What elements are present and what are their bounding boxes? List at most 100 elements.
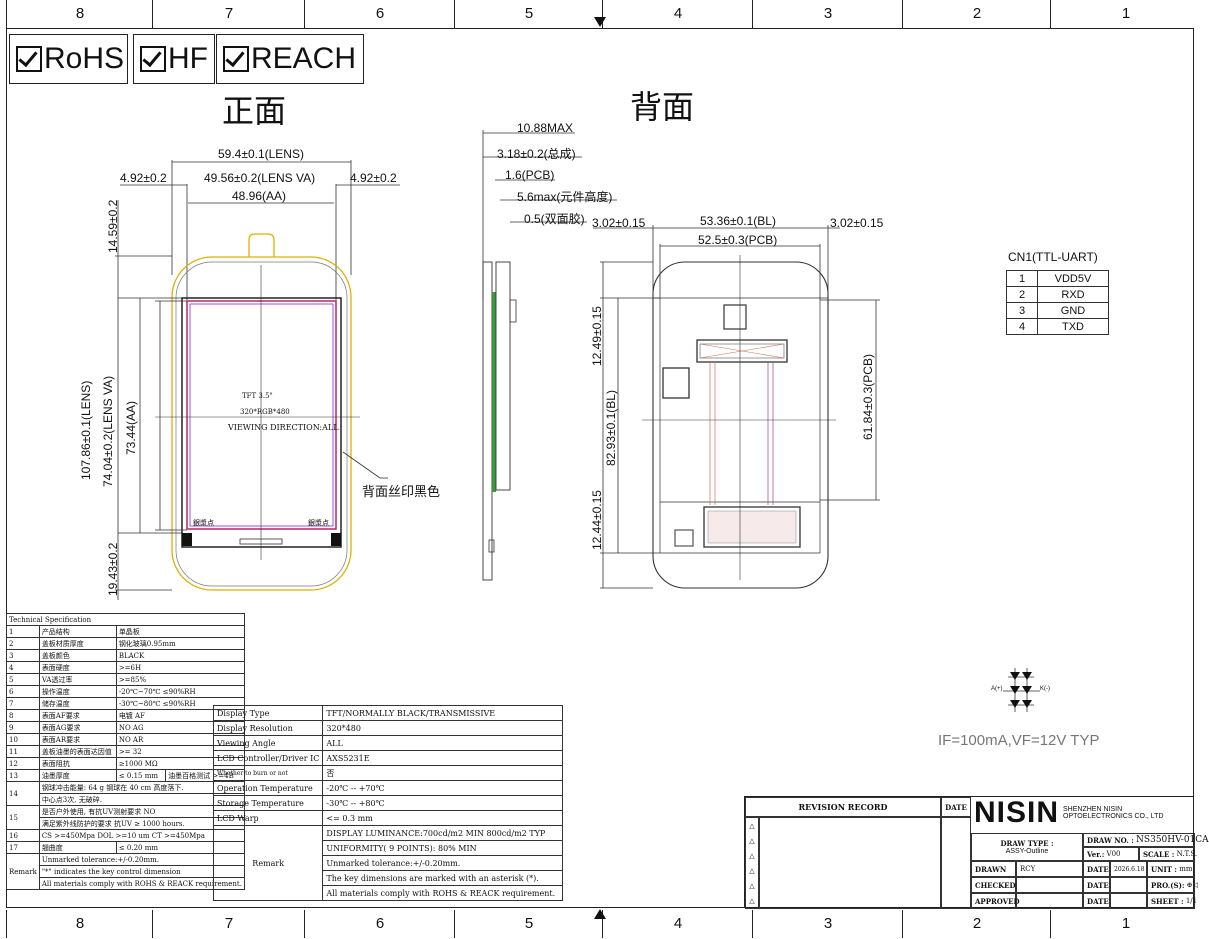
unit-cell: UNIT : mm (1147, 861, 1195, 877)
drawing-frame (6, 28, 1194, 908)
dim-lens-va-width: 49.56±0.2(LENS VA) (204, 171, 316, 185)
drawn-date-label: DATE (1083, 861, 1110, 877)
table-row: 中心点3次, 无破碎. (7, 793, 245, 806)
panel-size-label: TFT 3.5" (242, 392, 273, 400)
checkbox-icon (140, 46, 166, 72)
draw-no-cell: DRAW NO. : NS350HV-01CA (1083, 833, 1209, 847)
zone-label: 2 (902, 910, 1051, 938)
dim-side-max: 10.88MAX (517, 121, 574, 135)
zone-label: 5 (454, 910, 603, 938)
corner-label-right: 銀漿点 (308, 520, 329, 527)
table-row: "*" indicates the key control dimension (7, 865, 245, 878)
approved-value (1016, 893, 1083, 909)
checked-value (1016, 877, 1083, 893)
drawn-label: DRAWN (971, 861, 1016, 877)
checkbox-icon (16, 46, 42, 72)
led-note: IF=100mA,VF=12V TYP (938, 732, 1100, 749)
revision-date-body (941, 817, 971, 909)
bottom-zone-ruler: 8 7 6 5 4 3 2 1 (0, 910, 1200, 938)
table-row: Operation Temperature-20℃ -- +70℃ (212, 780, 563, 796)
dim-lens-height: 107.86±0.1(LENS) (79, 380, 93, 480)
led-cathode-label: K(-) (1040, 686, 1050, 692)
dim-side-total: 3.18±0.2(总成) (497, 147, 576, 161)
revision-date-header: DATE (941, 797, 971, 817)
company-logo: NISIN (974, 796, 1060, 829)
version-cell: Ver.: V00 (1083, 847, 1139, 861)
dim-back-pcb-height: 61.84±0.3(PCB) (861, 354, 875, 440)
dim-side-component: 5.6max(元件高度) (517, 190, 613, 204)
table-row: Technical Specification (6, 613, 245, 626)
zone-label: 3 (752, 0, 903, 28)
revision-triangle-icon: △ (749, 821, 755, 830)
viewing-direction-label: VIEWING DIRECTION:ALL (228, 423, 339, 432)
corner-label-left: 銀漿点 (193, 520, 214, 527)
projection-symbol-icon: ⊕◁ (1186, 881, 1198, 889)
revision-triangles: △△△△△△ (745, 817, 759, 909)
dim-side-left: 4.92±0.2 (120, 171, 167, 185)
drawn-value: RCY (1016, 861, 1083, 877)
dim-lens-width: 59.4±0.1(LENS) (218, 147, 304, 161)
zone-label: 6 (304, 0, 455, 28)
top-zone-ruler: 8 7 6 5 4 3 2 1 (0, 0, 1200, 28)
zone-label: 1 (1050, 910, 1201, 938)
dim-bottom-gap: 19.43±0.2 (106, 542, 120, 596)
dim-va-height: 74.04±0.2(LENS VA) (101, 375, 115, 487)
checkbox-icon (223, 46, 249, 72)
dim-back-pcb-width: 52.5±0.3(PCB) (698, 233, 778, 247)
sheet-cell: SHEET : 1/1 (1147, 893, 1197, 909)
revision-triangle-icon: △ (749, 866, 755, 875)
zone-label: 8 (6, 0, 153, 28)
zone-label: 4 (602, 0, 753, 28)
dim-back-top-gap: 12.49±0.15 (590, 306, 604, 366)
zone-label: 5 (454, 0, 603, 28)
back-print-note: 背面丝印黑色 (362, 484, 441, 499)
revision-record-body (759, 817, 941, 909)
checked-date-label: DATE (1083, 877, 1110, 893)
zone-label: 3 (752, 910, 903, 938)
led-anode-label: A(+) (991, 686, 1003, 692)
approved-date-label: DATE (1083, 893, 1110, 909)
draw-type-cell: DRAW TYPE : ASSY-Outline (971, 833, 1083, 861)
cert-hf: HF (133, 34, 215, 84)
dim-back-bottom-gap: 12.44±0.15 (590, 490, 604, 550)
checked-date-value (1110, 877, 1147, 893)
dim-side-tape: 0.5(双面胶) (524, 212, 585, 226)
dim-top-gap: 14.59±0.2 (106, 199, 120, 253)
dim-side-pcb: 1.6(PCB) (505, 168, 555, 182)
checked-label: CHECKED (971, 877, 1016, 893)
scale-cell: SCALE : N.T.S. (1139, 847, 1197, 861)
zone-label: 2 (902, 0, 1051, 28)
cert-rohs: RoHS (9, 34, 128, 84)
dim-back-bl-height: 82.93±0.1(BL) (604, 390, 618, 466)
dim-side-right: 4.92±0.2 (350, 171, 397, 185)
dim-back-bl-width: 53.36±0.1(BL) (700, 214, 776, 228)
zone-label: 4 (602, 910, 753, 938)
table-row: All materials comply with ROHS & REACK r… (214, 885, 563, 901)
drawn-date-value: 2026.6.18 (1110, 861, 1147, 877)
company-header: NISIN SHENZHEN NISIN OPTOELECTRONICS CO.… (971, 796, 1195, 829)
projection-cell: PRO.(S): ⊕◁ (1147, 877, 1198, 893)
approved-date-value (1110, 893, 1147, 909)
company-name-line1: SHENZHEN NISIN (1063, 806, 1123, 813)
zone-label: 7 (152, 0, 305, 28)
dim-aa-width: 48.96(AA) (232, 189, 287, 203)
